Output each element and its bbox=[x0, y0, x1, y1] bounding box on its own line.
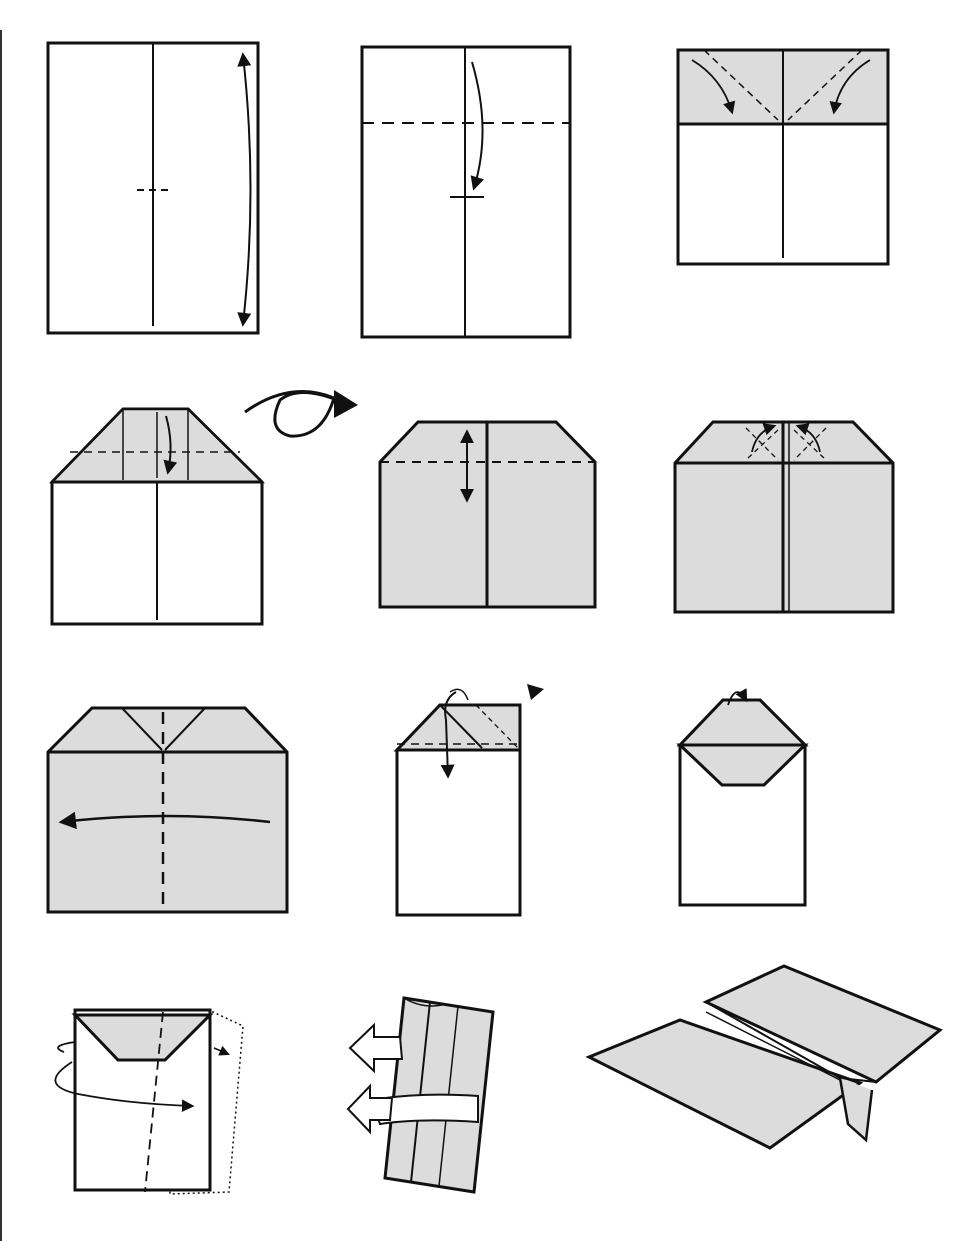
step-9 bbox=[676, 688, 809, 907]
fold-wings-arrow-icon bbox=[348, 1022, 404, 1074]
valley-fold-arrow-icon bbox=[237, 52, 252, 327]
step-3 bbox=[676, 48, 890, 266]
step-7 bbox=[46, 706, 289, 914]
fold-line bbox=[144, 1011, 164, 1193]
corner-fold-arrow-icon bbox=[795, 423, 821, 453]
fold-back-arrow-icon bbox=[727, 688, 748, 706]
step-8 bbox=[393, 684, 544, 917]
step-5 bbox=[378, 420, 597, 609]
fold-down-arrow-icon bbox=[440, 691, 457, 779]
step-6 bbox=[673, 420, 895, 614]
direction-pointer-icon bbox=[527, 684, 544, 700]
paper-sheet bbox=[46, 706, 289, 914]
corner-fold-arrow-icon bbox=[691, 59, 736, 115]
fold-in-half-arrow-icon bbox=[58, 811, 271, 830]
paper-airplane-icon bbox=[585, 1018, 864, 1150]
fold-down-arrow-icon bbox=[163, 415, 178, 475]
step-11 bbox=[346, 996, 495, 1194]
fold-over-arrow-icon bbox=[54, 1061, 195, 1112]
step-12 bbox=[585, 964, 943, 1150]
step-2 bbox=[360, 45, 572, 339]
step-10 bbox=[54, 1008, 244, 1195]
step-4 bbox=[49, 390, 358, 626]
diagonal-fold-line bbox=[703, 49, 779, 121]
fold-wings-arrow-icon bbox=[370, 1093, 479, 1126]
diagonal-fold-line bbox=[787, 49, 863, 121]
turn-over-icon bbox=[244, 390, 343, 438]
fold-down-arrow-icon bbox=[470, 61, 485, 191]
corner-fold-arrow-icon bbox=[751, 423, 777, 453]
step-1 bbox=[46, 41, 260, 335]
corner-fold-arrow-icon bbox=[829, 59, 871, 115]
